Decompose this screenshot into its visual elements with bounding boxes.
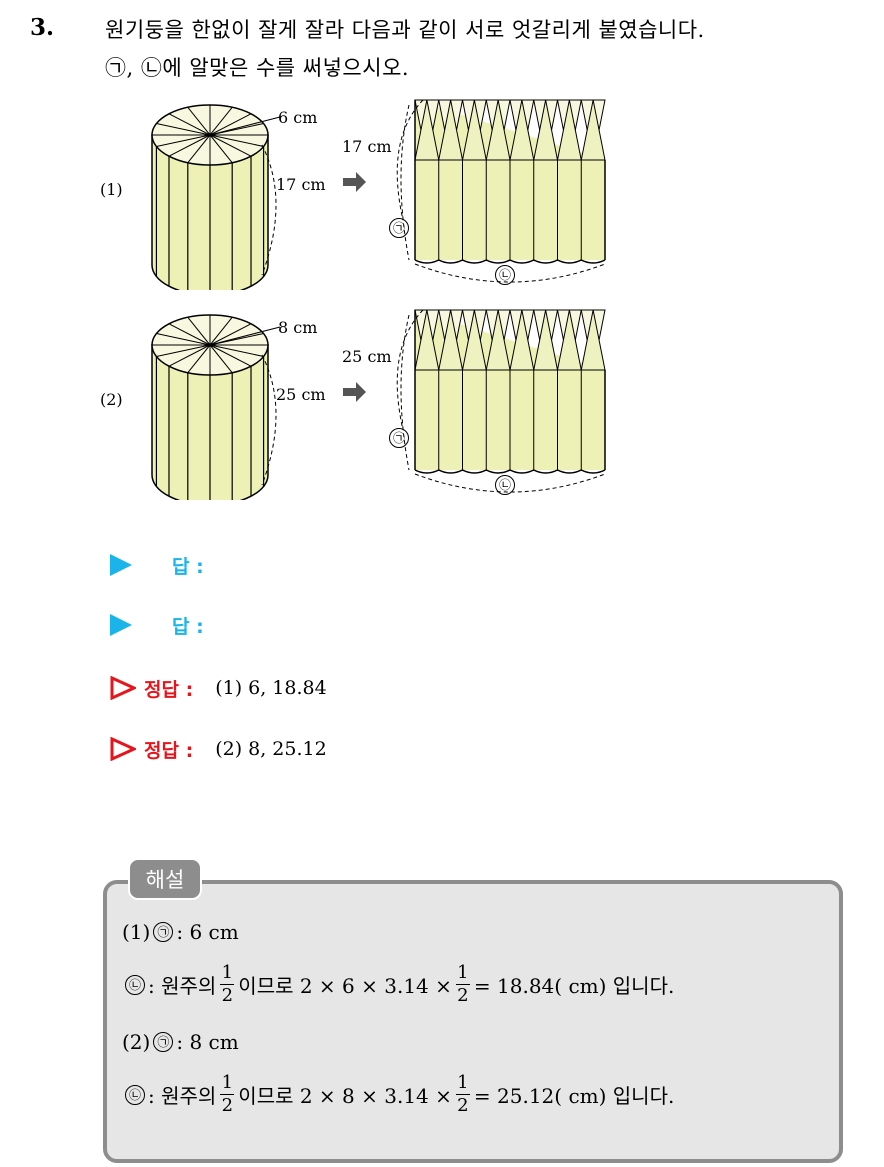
explanation-line-3: (2) ㉠ : 8 cm	[122, 1030, 239, 1054]
explanation-text: = 25.12( cm) 입니다.	[473, 1084, 675, 1108]
rect-height-label: 17 cm	[342, 137, 392, 156]
explanation-line-1: (1) ㉠ : 6 cm	[122, 920, 239, 944]
outline-triangle-icon	[110, 737, 136, 761]
explanation-text: 이므로 2 × 6 × 3.14 ×	[238, 974, 452, 998]
explanation-box	[103, 880, 843, 1163]
explanation-text: : 6 cm	[176, 920, 239, 944]
height-label: 25 cm	[276, 385, 326, 404]
answer-row-1: 답 :	[110, 550, 204, 580]
question-text-line1: 원기둥을 한없이 잘게 잘라 다음과 같이 서로 엇갈리게 붙였습니다.	[105, 18, 705, 42]
explanation-text: : 원주의	[148, 974, 217, 998]
figure-label: (2)	[100, 390, 123, 409]
mark-a: ㉠	[389, 428, 409, 448]
explanation-text: 이므로 2 × 8 × 3.14 ×	[238, 1084, 452, 1108]
correct-value: (2) 8, 25.12	[215, 738, 327, 760]
correct-label: 정답 :	[144, 678, 194, 701]
answer-label: 답 :	[172, 555, 204, 578]
mark-b: ㉡	[125, 1084, 145, 1105]
answer-label: 답 :	[172, 615, 204, 638]
figure-label: (1)	[100, 180, 123, 199]
correct-row-1: 정답 : (1) 6, 18.84	[110, 673, 327, 703]
mark-a: ㉠	[389, 218, 409, 238]
explanation-tag: 해설	[128, 858, 202, 900]
question-text-line2: ㉠, ㉡에 알맞은 수를 써넣으시오.	[105, 56, 410, 80]
figure-1: (1) 6 cm 17 cm 17 cm ㉠ ㉡	[90, 90, 630, 290]
radius-label: 6 cm	[278, 108, 318, 127]
correct-value: (1) 6, 18.84	[215, 677, 327, 699]
explanation-text: = 18.84( cm) 입니다.	[473, 974, 675, 998]
explanation-text: : 8 cm	[176, 1030, 239, 1054]
height-label: 17 cm	[276, 175, 326, 194]
part-label: (2)	[122, 1030, 151, 1054]
answer-row-2: 답 :	[110, 610, 204, 640]
play-triangle-icon	[110, 614, 132, 636]
figure-2: (2) 8 cm 25 cm 25 cm ㉠ ㉡	[90, 300, 630, 500]
explanation-text: : 원주의	[148, 1084, 217, 1108]
play-triangle-icon	[110, 554, 132, 576]
mark-a: ㉠	[153, 1032, 174, 1052]
question-number: 3.	[30, 14, 55, 41]
mark-b: ㉡	[495, 475, 515, 495]
correct-row-2: 정답 : (2) 8, 25.12	[110, 734, 327, 764]
radius-label: 8 cm	[278, 318, 318, 337]
mark-b: ㉡	[495, 265, 515, 285]
cylinder-diagram	[151, 99, 606, 290]
cylinder-diagram	[151, 309, 606, 500]
mark-a: ㉠	[153, 922, 174, 942]
outline-triangle-icon	[110, 676, 136, 700]
part-label: (1)	[122, 920, 151, 944]
correct-label: 정답 :	[144, 739, 194, 762]
rect-height-label: 25 cm	[342, 347, 392, 366]
mark-b: ㉡	[125, 974, 145, 995]
